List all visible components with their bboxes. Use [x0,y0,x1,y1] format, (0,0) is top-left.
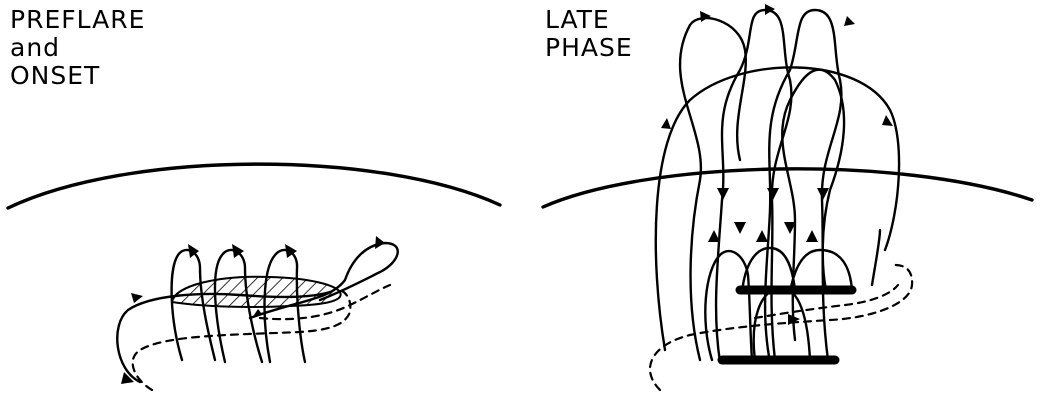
late-phase-label: LATE PHASE [545,6,633,62]
dashed-field-line [753,283,900,320]
solar-limb-left [6,162,502,210]
label-line: ONSET [10,61,101,90]
arrow-head [817,188,829,200]
arrow-head [844,16,855,26]
arrow-head [765,4,775,15]
arrow-head [661,118,671,129]
stretched-loop [763,8,843,364]
hatched-filament [170,275,342,308]
arrow-head [232,244,244,258]
arrow-head [756,230,768,242]
label-line: PHASE [545,33,633,62]
arrow-head [734,222,746,234]
preflare-panel [6,162,502,392]
dashed-field-line [258,283,392,321]
label-line: PREFLARE [10,5,146,34]
arrow-head [806,230,818,242]
arrow-head [252,309,262,318]
post-flare-loop [740,246,797,294]
arrow-head [121,372,134,384]
stretched-loop [781,68,846,342]
stretched-loop [714,8,793,364]
arrow-head [767,188,779,200]
solar-limb-right [541,167,1034,209]
arrow-head [131,293,143,303]
late-phase-panel [541,4,1034,392]
arrow-head [700,11,711,22]
arrow-head [285,244,297,258]
large-field-loop [678,16,747,362]
dashed-field-line [649,263,914,392]
arrow-head [784,222,796,234]
preflare-onset-label: PREFLARE and ONSET [10,6,145,90]
arrow-head [882,115,893,126]
arrow-head [708,230,720,242]
post-flare-loop [870,228,882,287]
post-flare-loop [788,248,854,294]
arrow-head [717,188,729,200]
label-line: LATE [545,5,610,34]
post-flare-loop [704,249,754,362]
sheared-field-line [116,290,332,384]
label-line: and [10,33,61,62]
overarching-field-line [654,66,901,352]
arrow-head [188,244,199,258]
arrow-head [375,236,385,249]
